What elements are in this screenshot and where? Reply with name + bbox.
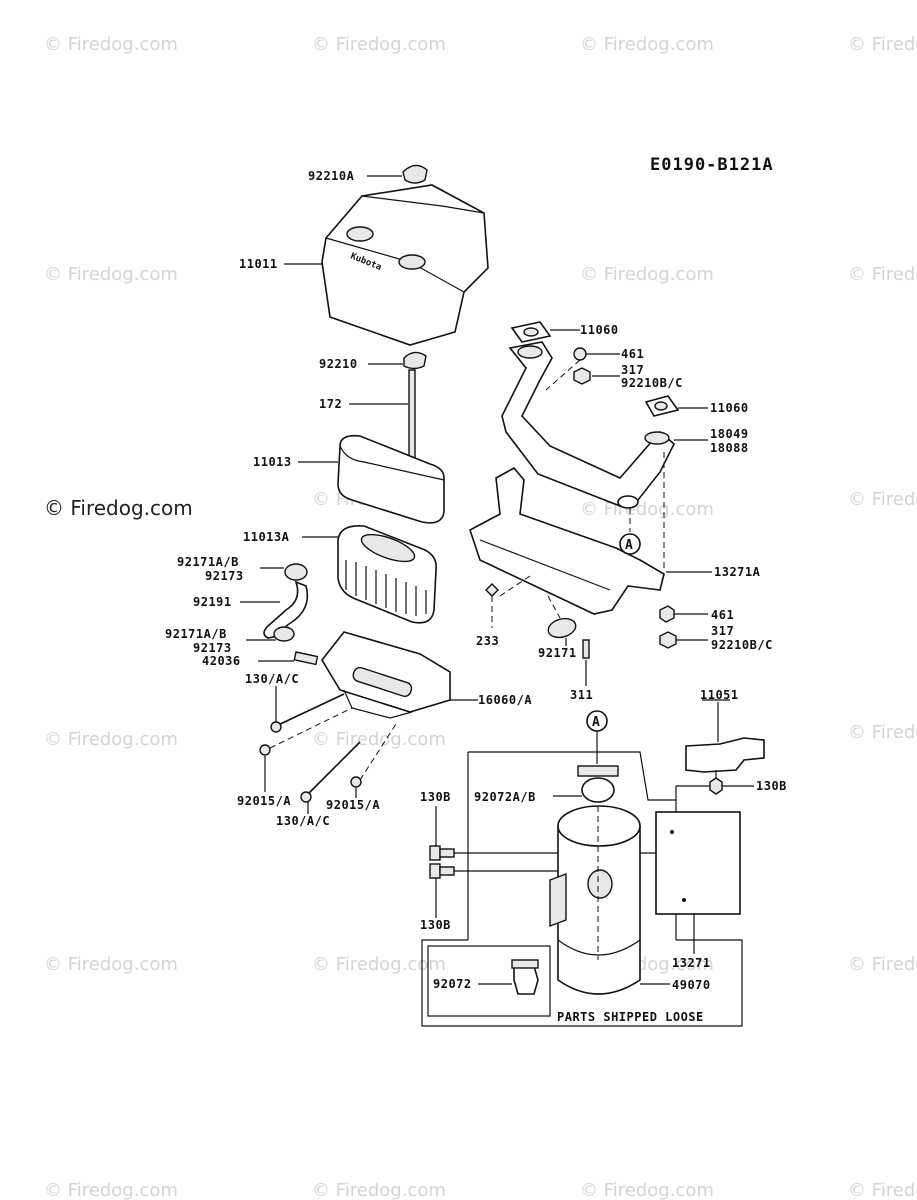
watermark: © Firedog.com [580,1180,714,1200]
part-42036-fitting [258,651,319,666]
label-92072AB: 92072A/B [474,790,536,804]
watermark: © Firedog.com [44,34,178,55]
watermark: © Firedog.com [848,954,917,975]
watermark: © Firedog.com [848,489,917,510]
label-130AC-1: 130/A/C [245,672,299,686]
label-130B-3: 130B [420,918,451,932]
label-92210BC-1: 92210B/C [621,376,683,390]
label-92210A: 92210A [308,169,355,183]
label-311: 311 [570,688,593,702]
label-18049: 18049 [710,427,749,441]
label-461-1: 461 [621,347,644,361]
ref-a-2: A [592,715,600,730]
label-92173-1: 92173 [205,569,244,583]
watermark: © Firedog.com [848,264,917,285]
label-317-2: 317 [711,624,734,638]
watermark: © Firedog.com [44,954,178,975]
part-11051-bracket [685,699,765,773]
watermark-dark: © Firedog.com [44,496,193,520]
part-311-bolt [582,639,590,686]
ref-a-1: A [625,538,633,553]
part-92015A-nuts [259,707,397,798]
label-130B-2: 130B [420,790,451,804]
label-11013A: 11013A [243,530,290,544]
part-49070-muffler [549,805,670,995]
part-11011-cover: Kubota [284,184,489,346]
label-92171: 92171 [538,646,577,660]
watermark: © Firedog.com [848,1180,917,1200]
watermark: © Firedog.com [580,264,714,285]
label-11060-2: 11060 [710,401,749,415]
label-11013: 11013 [253,455,292,469]
part-233-clip [485,575,531,628]
watermark: © Firedog.com [312,1180,446,1200]
watermark: © Firedog.com [848,34,917,55]
part-exhaust-pipe [501,341,675,532]
label-92191: 92191 [193,595,232,609]
watermark: © Firedog.com [580,499,714,520]
label-92210BC-2: 92210B/C [711,638,773,652]
label-92072: 92072 [433,977,472,991]
label-92171AB-1: 92171A/B [177,555,239,569]
part-92072AB-clamp [553,765,619,803]
watermark: © Firedog.com [312,729,446,750]
part-92171A-clamp-top [260,563,308,581]
watermark: © Firedog.com [312,34,446,55]
part-92171A-clamp-lower [246,626,295,642]
label-parts-shipped-loose: PARTS SHIPPED LOOSE [557,1010,704,1024]
label-42036: 42036 [202,654,241,668]
diagram-code: E0190-B121A [650,155,774,175]
part-92210 [368,351,427,370]
part-461-2 [659,605,708,623]
watermark: © Firedog.com [312,954,446,975]
part-461-1 [573,347,620,361]
part-16060A-base [321,631,478,719]
part-92191-hose [240,580,309,639]
part-13271-plate [655,811,741,954]
part-92171-clamp [547,595,577,646]
label-92015A-2: 92015/A [326,798,380,812]
part-11060-gasket-2 [644,395,708,417]
watermark: © Firedog.com [44,1180,178,1200]
part-13271A-bracket [469,452,712,615]
part-130AC-bolts [270,686,361,814]
label-13271: 13271 [672,956,711,970]
label-461-2: 461 [711,608,734,622]
label-233: 233 [476,634,499,648]
watermark: © Firedog.com [44,729,178,750]
label-130AC-2: 130/A/C [276,814,330,828]
part-92210A [367,164,428,184]
label-92171AB-2: 92171A/B [165,627,227,641]
part-317-nut-1 [573,367,620,385]
label-16060A: 16060/A [478,693,532,707]
label-92210: 92210 [319,357,358,371]
watermark-layer: © Firedog.com © Firedog.com © Firedog.co… [44,34,917,1200]
part-130B-bolt-right [709,770,754,795]
label-49070: 49070 [672,978,711,992]
part-11060-gasket-1 [510,321,580,343]
label-92173-2: 92173 [193,641,232,655]
part-317-nut-2 [659,631,708,649]
ref-a-circle-2: A [586,710,608,764]
watermark: © Firedog.com [580,34,714,55]
label-13271A: 13271A [714,565,761,579]
ref-a-circle-1: A [619,533,641,555]
label-11011: 11011 [239,257,278,271]
label-317-1: 317 [621,363,644,377]
label-18088: 18088 [710,441,749,455]
label-172: 172 [319,397,342,411]
label-11051: 11051 [700,688,739,702]
label-130B-1: 130B [756,779,787,793]
watermark: © Firedog.com [44,264,178,285]
part-11013A-element [302,524,437,624]
part-11013-precleaner [298,434,445,524]
label-92015A-1: 92015/A [237,794,291,808]
watermark: © Firedog.com [848,722,917,743]
label-11060-1: 11060 [580,323,619,337]
parts-shipped-loose-box [421,939,743,1027]
